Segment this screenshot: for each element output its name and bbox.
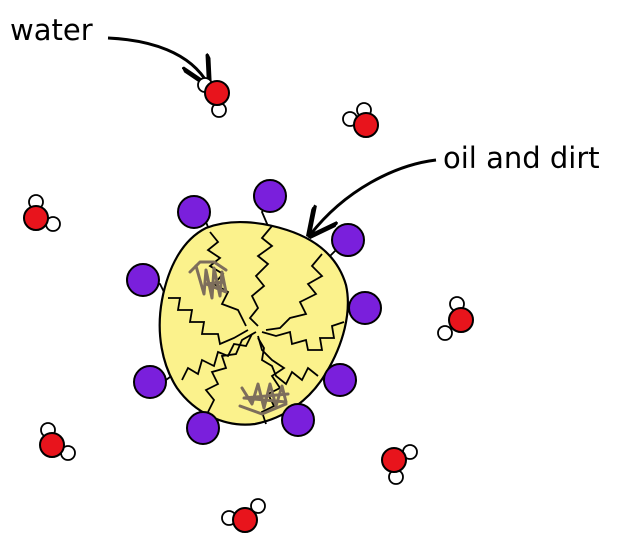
oxygen-atom xyxy=(381,447,407,473)
surfactant-head xyxy=(177,195,211,229)
water-arrow xyxy=(107,36,208,84)
water-molecule xyxy=(23,194,61,232)
oil-dirt-arrow xyxy=(310,158,437,235)
hydrogen-atom xyxy=(437,325,453,341)
surfactant-head xyxy=(323,363,357,397)
oxygen-atom xyxy=(448,307,474,333)
hydrocarbon-chains xyxy=(168,225,345,425)
oxygen-atom xyxy=(232,507,258,533)
water-molecule xyxy=(221,498,266,533)
dirt-particles xyxy=(188,260,290,416)
water-molecule xyxy=(437,296,474,341)
water-molecule xyxy=(381,444,418,485)
surfactant-head xyxy=(126,263,160,297)
water-label: water xyxy=(10,13,93,47)
oxygen-atom xyxy=(39,432,65,458)
surfactant-heads xyxy=(126,179,382,445)
surfactant-head xyxy=(253,179,287,213)
oil-dirt-label: oil and dirt xyxy=(443,141,600,175)
surfactant-head xyxy=(331,223,365,257)
surfactant-head xyxy=(281,403,315,437)
water-molecule xyxy=(197,77,230,118)
surfactant-head xyxy=(186,411,220,445)
hydrogen-atom xyxy=(250,498,266,514)
oxygen-atom xyxy=(204,80,230,106)
oxygen-atom xyxy=(23,205,49,231)
water-molecules xyxy=(23,77,474,533)
water-molecule xyxy=(39,422,76,461)
surfactant-head xyxy=(348,291,382,325)
water-molecule xyxy=(342,102,379,138)
surfactant-head xyxy=(133,365,167,399)
oxygen-atom xyxy=(353,112,379,138)
